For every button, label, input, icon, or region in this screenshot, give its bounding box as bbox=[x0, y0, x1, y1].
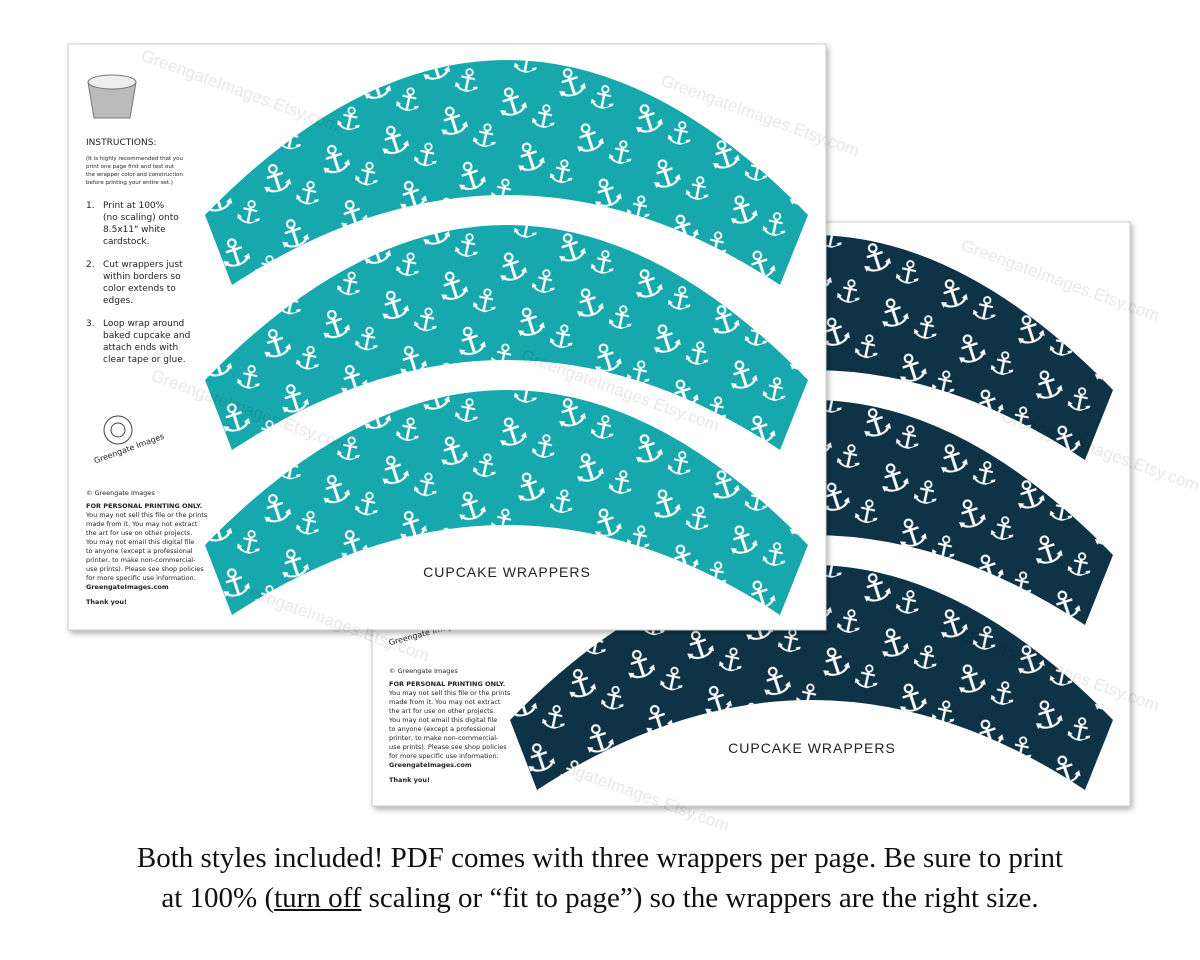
step-3: 3. Loop wrap around baked cupcake and at… bbox=[86, 319, 190, 365]
svg-text:(no scaling) onto: (no scaling) onto bbox=[103, 213, 179, 223]
svg-text:Cut wrappers just: Cut wrappers just bbox=[103, 260, 183, 270]
svg-text:made from it. You may not extr: made from it. You may not extract bbox=[86, 520, 198, 528]
svg-text:(It is highly recommended that: (It is highly recommended that you bbox=[86, 156, 183, 162]
svg-text:2.: 2. bbox=[86, 260, 95, 270]
cupcake-liner-icon bbox=[87, 74, 137, 119]
caption: Both styles included! PDF comes with thr… bbox=[0, 838, 1200, 918]
svg-text:before printing your entire se: before printing your entire set.) bbox=[86, 180, 173, 186]
svg-text:baked cupcake and: baked cupcake and bbox=[103, 331, 190, 341]
svg-text:Thank you!: Thank you! bbox=[389, 776, 430, 784]
instructions-title: INSTRUCTIONS: bbox=[86, 138, 156, 148]
svg-text:print one page first and test: print one page first and test out bbox=[86, 164, 175, 170]
svg-text:color extends to: color extends to bbox=[103, 284, 176, 294]
svg-text:attach ends with: attach ends with bbox=[103, 343, 178, 353]
page-label: CUPCAKE WRAPPERS bbox=[423, 564, 591, 580]
svg-text:cardstock.: cardstock. bbox=[103, 237, 149, 247]
svg-text:the art for use on other proje: the art for use on other projects. bbox=[389, 707, 495, 715]
legal-block: © Greengate Images FOR PERSONAL PRINTING… bbox=[388, 667, 511, 784]
svg-text:printer, to make non-commercia: printer, to make non-commercial- bbox=[86, 556, 196, 564]
svg-text:© Greengate Images: © Greengate Images bbox=[389, 667, 458, 675]
turn-off-emphasis: turn off bbox=[274, 882, 362, 914]
svg-text:the art for use on other proje: the art for use on other projects. bbox=[86, 529, 192, 537]
svg-text:within borders so: within borders so bbox=[103, 272, 181, 282]
svg-text:for more specific use informat: for more specific use information. bbox=[86, 574, 196, 582]
page-label: CUPCAKE WRAPPERS bbox=[728, 740, 896, 756]
svg-text:Loop wrap around: Loop wrap around bbox=[103, 319, 184, 329]
step-2: 2. Cut wrappers just within borders so c… bbox=[86, 260, 183, 306]
svg-text:Print at 100%: Print at 100% bbox=[103, 201, 165, 211]
svg-text:3.: 3. bbox=[86, 319, 95, 329]
instructions: INSTRUCTIONS: (It is highly recommended … bbox=[86, 138, 190, 365]
caption-line-2: at 100% (turn off scaling or “fit to pag… bbox=[161, 882, 1039, 914]
svg-text:for more specific use informat: for more specific use information. bbox=[389, 752, 499, 760]
svg-text:use prints). Please see shop p: use prints). Please see shop policies bbox=[86, 565, 204, 573]
svg-text:You may not sell this file or: You may not sell this file or the prints bbox=[388, 689, 511, 697]
svg-text:© Greengate Images: © Greengate Images bbox=[86, 489, 155, 497]
svg-text:made from it. You may not extr: made from it. You may not extract bbox=[389, 698, 501, 706]
svg-text:FOR PERSONAL PRINTING ONLY.: FOR PERSONAL PRINTING ONLY. bbox=[86, 502, 202, 510]
svg-text:You may not sell this file or: You may not sell this file or the prints bbox=[85, 511, 208, 519]
svg-text:printer, to make non-commercia: printer, to make non-commercial- bbox=[389, 734, 499, 742]
step-1: 1. Print at 100% (no scaling) onto 8.5x1… bbox=[86, 201, 179, 247]
caption-line-1: Both styles included! PDF comes with thr… bbox=[136, 842, 1064, 874]
svg-text:You may not email this digital: You may not email this digital file bbox=[388, 716, 497, 724]
svg-text:You may not email this digital: You may not email this digital file bbox=[85, 538, 194, 546]
svg-text:1.: 1. bbox=[86, 201, 95, 211]
svg-text:clear tape or glue.: clear tape or glue. bbox=[103, 355, 186, 365]
product-illustration: ⚓ ⚓ Greengate Images © Greengate Images … bbox=[67, 43, 1200, 830]
page-teal: INSTRUCTIONS: (It is highly recommended … bbox=[67, 43, 862, 665]
svg-text:Thank you!: Thank you! bbox=[86, 598, 127, 606]
svg-text:to anyone (except a profession: to anyone (except a professional bbox=[86, 547, 193, 555]
svg-text:FOR PERSONAL PRINTING ONLY.: FOR PERSONAL PRINTING ONLY. bbox=[389, 680, 505, 688]
svg-text:edges.: edges. bbox=[103, 296, 133, 306]
legal-block: © Greengate Images FOR PERSONAL PRINTING… bbox=[85, 489, 208, 606]
svg-text:use prints). Please see shop p: use prints). Please see shop policies bbox=[389, 743, 507, 751]
svg-text:8.5x11" white: 8.5x11" white bbox=[103, 225, 166, 235]
svg-text:to anyone (except a profession: to anyone (except a professional bbox=[389, 725, 496, 733]
svg-text:GreengateImages.com: GreengateImages.com bbox=[86, 583, 169, 591]
svg-text:GreengateImages.com: GreengateImages.com bbox=[389, 761, 472, 769]
svg-text:the wrapper color and construc: the wrapper color and construction bbox=[86, 172, 183, 178]
